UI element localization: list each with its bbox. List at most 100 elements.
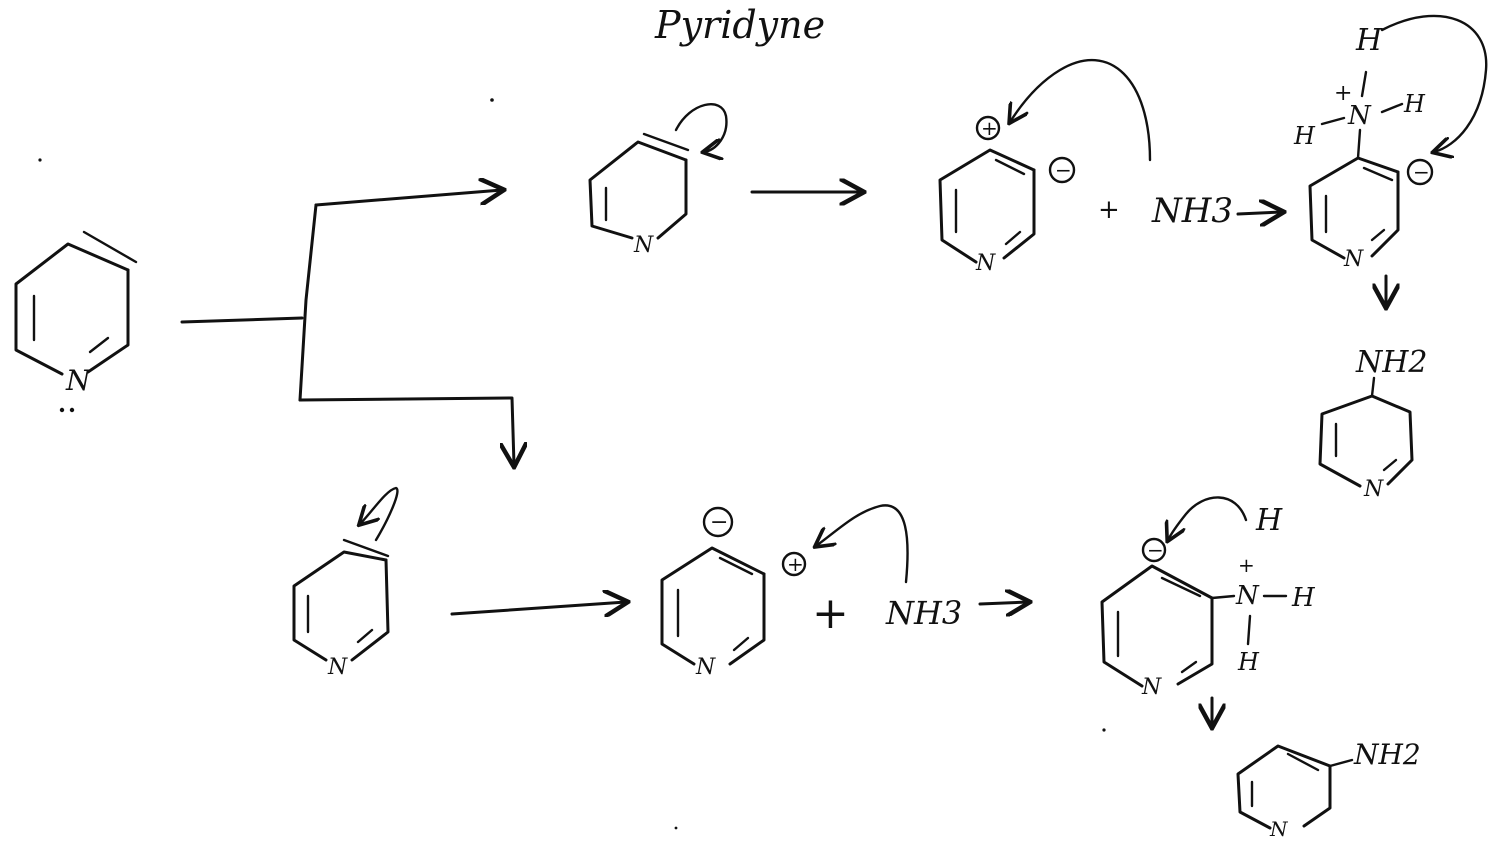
- ring-bond-path: [1176, 596, 1214, 686]
- negative-charge-circle: [1048, 156, 1076, 184]
- top-branch-arrow: [314, 190, 502, 207]
- ring-double-bond: [1180, 660, 1198, 674]
- ring-bond-path: [1002, 168, 1036, 260]
- n-h-bond: [1360, 70, 1368, 98]
- ring-nitrogen-label: N: [1269, 817, 1289, 841]
- positive-charge-sign: +: [981, 116, 998, 140]
- plus-operator: +: [812, 588, 849, 639]
- ring-bond-path: [1370, 394, 1414, 486]
- bottom-ammonium-adduct: N − N + H H H: [1100, 496, 1316, 700]
- c-n-bond: [1328, 758, 1354, 768]
- product-4-aminopyridine: NH2 N: [1318, 345, 1428, 502]
- ring-bond-path: [656, 158, 688, 240]
- ring-bond-path: [86, 268, 130, 374]
- ring-nitrogen-label: N: [633, 233, 654, 258]
- reaction-arrow: [978, 602, 1028, 604]
- lone-pair-dot: [59, 407, 65, 413]
- stray-dot: [38, 158, 42, 162]
- ring-nitrogen-label: N: [1343, 247, 1364, 272]
- proton-transfer-arrow: [1380, 14, 1488, 152]
- ring-bond-path: [292, 550, 388, 662]
- negative-charge-circle: [1406, 158, 1434, 186]
- hydrogen-label: H: [1355, 23, 1383, 58]
- ring-bond-path: [588, 140, 688, 240]
- ring-bond-path: [1370, 170, 1400, 258]
- amino-group-label: NH2: [1355, 345, 1428, 380]
- hydrogen-label: H: [1255, 503, 1283, 538]
- ring-bond-path: [660, 546, 766, 666]
- ring-double-bond: [1004, 230, 1022, 246]
- ring-nitrogen-label: N: [975, 251, 996, 276]
- ring-double-bond: [1370, 228, 1386, 242]
- positive-charge-circle: [781, 551, 807, 577]
- negative-charge-sign: −: [1413, 160, 1430, 184]
- ring-double-bond: [718, 556, 754, 576]
- positive-charge-sign: +: [787, 552, 804, 576]
- ring-nitrogen-label: N: [65, 364, 92, 397]
- n-h-bond: [1380, 102, 1404, 114]
- hydrogen-label: H: [1237, 648, 1260, 676]
- negative-charge-sign: −: [1055, 158, 1072, 182]
- ring-bond-path: [728, 572, 766, 666]
- ammonium-positive-sign: +: [1334, 81, 1352, 106]
- reaction-arrow: [1236, 212, 1282, 214]
- branch-vertical: [298, 203, 318, 402]
- ring-nitrogen-label: N: [1141, 675, 1162, 700]
- ring-nitrogen-label: N: [1363, 477, 1384, 502]
- ring-bond-path: [1318, 394, 1374, 488]
- branch-arrows: [180, 190, 514, 465]
- ammonium-positive-sign: +: [1238, 553, 1255, 577]
- aryne-triple-bond-line: [642, 132, 690, 152]
- aryne-triple-bond-line: [342, 538, 390, 558]
- ring-double-bond: [1382, 458, 1398, 472]
- proton-transfer-arrow: [1168, 496, 1248, 540]
- ring-bond-path: [350, 558, 390, 662]
- curved-electron-arrow: [674, 103, 728, 152]
- negative-charge-circle: [1141, 537, 1167, 563]
- start-pyridyne: N: [14, 230, 138, 413]
- negative-charge-sign: −: [710, 510, 728, 535]
- ring-double-bond: [88, 336, 110, 354]
- ring-double-bond: [356, 628, 374, 644]
- ring-double-bond: [1160, 576, 1202, 598]
- ring-double-bond: [1362, 166, 1394, 182]
- bottom-zwitterion: N − +: [660, 506, 807, 680]
- hydrogen-label: H: [1293, 122, 1316, 150]
- nucleophile-attack-arrow: [816, 504, 909, 584]
- ring-nitrogen-label: N: [695, 655, 716, 680]
- ammonia-reagent: NH3: [1151, 191, 1233, 231]
- c-n-bond: [1370, 376, 1376, 398]
- top-ammonium-adduct: N N + H H H −: [1293, 14, 1488, 272]
- ring-nitrogen-label: N: [327, 655, 348, 680]
- ammonium-nitrogen: N: [1347, 101, 1372, 131]
- ring-bond-path: [14, 242, 130, 376]
- aryne-triple-bond-line: [82, 230, 138, 264]
- ring-double-bond: [732, 636, 750, 652]
- stray-dot: [674, 826, 678, 830]
- ammonia-reagent: NH3: [885, 594, 962, 632]
- ring-double-bond: [994, 158, 1026, 176]
- bottom-pyridyne: N: [292, 486, 399, 680]
- c-n-bond: [1356, 128, 1362, 160]
- stray-dot: [490, 98, 494, 102]
- positive-charge-circle: [975, 115, 1001, 141]
- c-n-bond: [1210, 594, 1236, 600]
- hydrogen-label: H: [1291, 583, 1316, 613]
- curved-electron-arrow: [360, 486, 399, 542]
- ring-double-bond: [1286, 752, 1320, 772]
- n-h-bond: [1320, 116, 1346, 126]
- ammonium-nitrogen: N: [1235, 581, 1260, 611]
- ring-bond-path: [1302, 764, 1332, 828]
- hydrogen-label: H: [1403, 90, 1426, 118]
- ring-bond-path: [1100, 564, 1214, 688]
- stray-dot: [1102, 728, 1106, 732]
- top-zwitterion: N + −: [938, 115, 1076, 276]
- plus-operator: +: [1098, 195, 1120, 225]
- ring-bond-path: [938, 148, 1036, 264]
- lone-pair-dot: [69, 407, 75, 413]
- branch-stem: [180, 316, 304, 324]
- top-pyridyne: N: [588, 103, 728, 258]
- title-text: Pyridyne: [654, 3, 825, 47]
